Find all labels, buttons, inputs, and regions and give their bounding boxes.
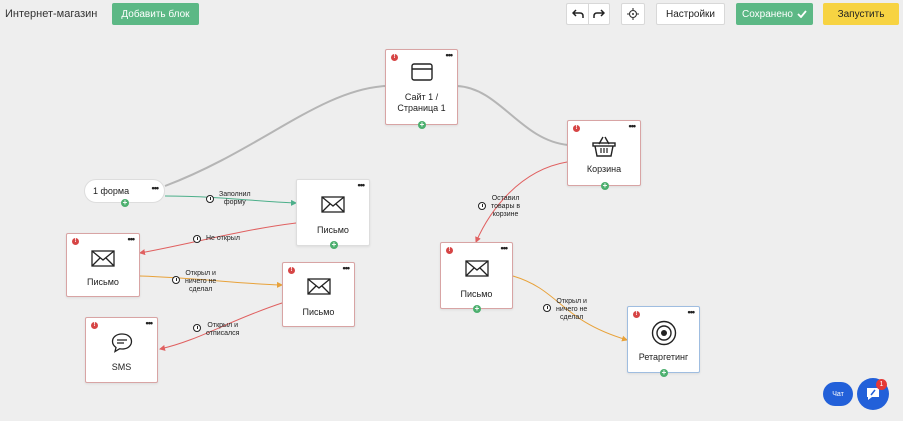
chat-edit-icon — [867, 388, 879, 400]
condition-label: Открыл и отписался — [206, 322, 240, 337]
clock-icon — [172, 276, 180, 284]
add-next-button[interactable]: + — [121, 198, 129, 207]
condition-label: Оставил товары в корзине — [491, 195, 521, 218]
undo-button[interactable] — [566, 3, 588, 25]
saved-label: Сохранено — [742, 8, 793, 20]
run-button[interactable]: Запустить — [823, 3, 899, 25]
add-next-button[interactable]: + — [660, 368, 668, 377]
envelope-icon — [321, 196, 345, 213]
check-icon — [797, 10, 807, 18]
edge-letter3-to-sms — [159, 302, 283, 351]
letter-node-4[interactable]: ! ••• Письмо + — [440, 242, 513, 313]
letter-node-3[interactable]: ! ••• Письмо — [282, 262, 355, 327]
letter-node-1[interactable]: ••• Письмо + — [296, 179, 370, 249]
retargeting-node[interactable]: ! ••• Ретаргетинг + — [627, 306, 700, 377]
condition-not-opened[interactable]: Не открыл — [193, 235, 240, 243]
clock-icon — [478, 202, 486, 210]
cart-node[interactable]: ! ••• Корзина + — [567, 120, 641, 190]
warning-icon: ! — [446, 247, 453, 254]
site-node[interactable]: ! ••• Сайт 1 / Страница 1 + — [385, 49, 458, 129]
letter-node-label: Письмо — [302, 307, 335, 317]
more-options-icon[interactable]: ••• — [145, 318, 154, 328]
add-next-button[interactable]: + — [418, 120, 426, 129]
saved-button[interactable]: Сохранено — [736, 3, 813, 25]
undo-icon — [571, 9, 584, 18]
condition-label: Заполнил форму — [219, 191, 251, 206]
letter-node-label: Письмо — [87, 277, 119, 287]
redo-icon — [593, 9, 605, 18]
letter-node-2[interactable]: ! ••• Письмо — [66, 233, 140, 297]
condition-opened-nothing-1[interactable]: Открыл и ничего не сделал — [172, 270, 216, 294]
workflow-title: Интернет-магазин — [5, 8, 98, 20]
cart-node-label: Корзина — [586, 164, 622, 174]
envelope-icon — [306, 278, 331, 295]
letter-node-label: Письмо — [460, 289, 493, 299]
envelope-icon — [91, 250, 115, 267]
warning-icon: ! — [91, 322, 98, 329]
clock-icon — [193, 235, 201, 243]
more-options-icon[interactable]: ••• — [628, 121, 637, 131]
condition-opened-nothing-2[interactable]: Открыл и ничего не сделал — [543, 298, 587, 322]
site-node-label: Сайт 1 / Страница 1 — [397, 92, 446, 113]
chat-button[interactable]: Чат — [823, 382, 853, 406]
browser-window-icon — [410, 63, 433, 81]
edge-letter4-to-retarget — [512, 275, 628, 342]
more-options-icon[interactable]: ••• — [687, 307, 696, 317]
warning-icon: ! — [391, 54, 398, 61]
edge-form-to-site — [164, 85, 386, 187]
edge-cart-to-letter4 — [475, 161, 568, 243]
clock-icon — [543, 304, 551, 312]
more-options-icon[interactable]: ••• — [127, 234, 136, 244]
support-widget-button[interactable] — [857, 378, 889, 410]
more-options-icon[interactable]: ••• — [342, 263, 351, 273]
retargeting-node-label: Ретаргетинг — [638, 352, 689, 362]
condition-label: Открыл и ничего не сделал — [185, 270, 217, 293]
condition-label: Открыл и ничего не сделал — [556, 298, 588, 321]
letter-node-label: Письмо — [317, 225, 349, 235]
add-next-button[interactable]: + — [473, 304, 481, 313]
chat-bubble-icon — [111, 333, 132, 353]
redo-button[interactable] — [588, 3, 610, 25]
form-node-label: 1 форма — [93, 186, 130, 196]
form-node[interactable]: 1 форма ••• + — [84, 179, 165, 207]
envelope-icon — [464, 260, 489, 277]
warning-icon: ! — [288, 267, 295, 274]
warning-icon: ! — [72, 238, 79, 245]
more-options-icon[interactable]: ••• — [151, 183, 160, 193]
condition-filled-form[interactable]: Заполнил форму — [206, 191, 251, 207]
sms-node[interactable]: ! ••• SMS — [85, 317, 158, 383]
center-view-button[interactable] — [621, 3, 645, 25]
settings-button[interactable]: Настройки — [656, 3, 725, 25]
more-options-icon[interactable]: ••• — [445, 50, 454, 60]
edge-letter1-to-letter2 — [139, 222, 297, 256]
add-next-button[interactable]: + — [601, 181, 609, 190]
edge-site-to-cart — [456, 85, 569, 146]
clock-icon — [206, 195, 214, 203]
sms-node-label: SMS — [111, 362, 132, 372]
clock-icon — [193, 324, 201, 332]
warning-icon: ! — [633, 311, 640, 318]
target-icon — [651, 320, 676, 346]
edge-letter2-to-letter3 — [139, 275, 283, 288]
basket-icon — [592, 136, 616, 157]
notification-badge: 1 — [876, 379, 887, 390]
condition-label: Не открыл — [206, 235, 240, 242]
condition-opened-unsubscribed[interactable]: Открыл и отписался — [193, 322, 239, 338]
add-next-button[interactable]: + — [330, 240, 338, 249]
more-options-icon[interactable]: ••• — [500, 243, 509, 253]
add-block-button[interactable]: Добавить блок — [112, 3, 199, 25]
crosshair-icon — [627, 8, 639, 20]
condition-left-in-cart[interactable]: Оставил товары в корзине — [478, 195, 520, 219]
edge-form-to-letter1 — [164, 195, 297, 206]
warning-icon: ! — [573, 125, 580, 132]
more-options-icon[interactable]: ••• — [357, 180, 366, 190]
